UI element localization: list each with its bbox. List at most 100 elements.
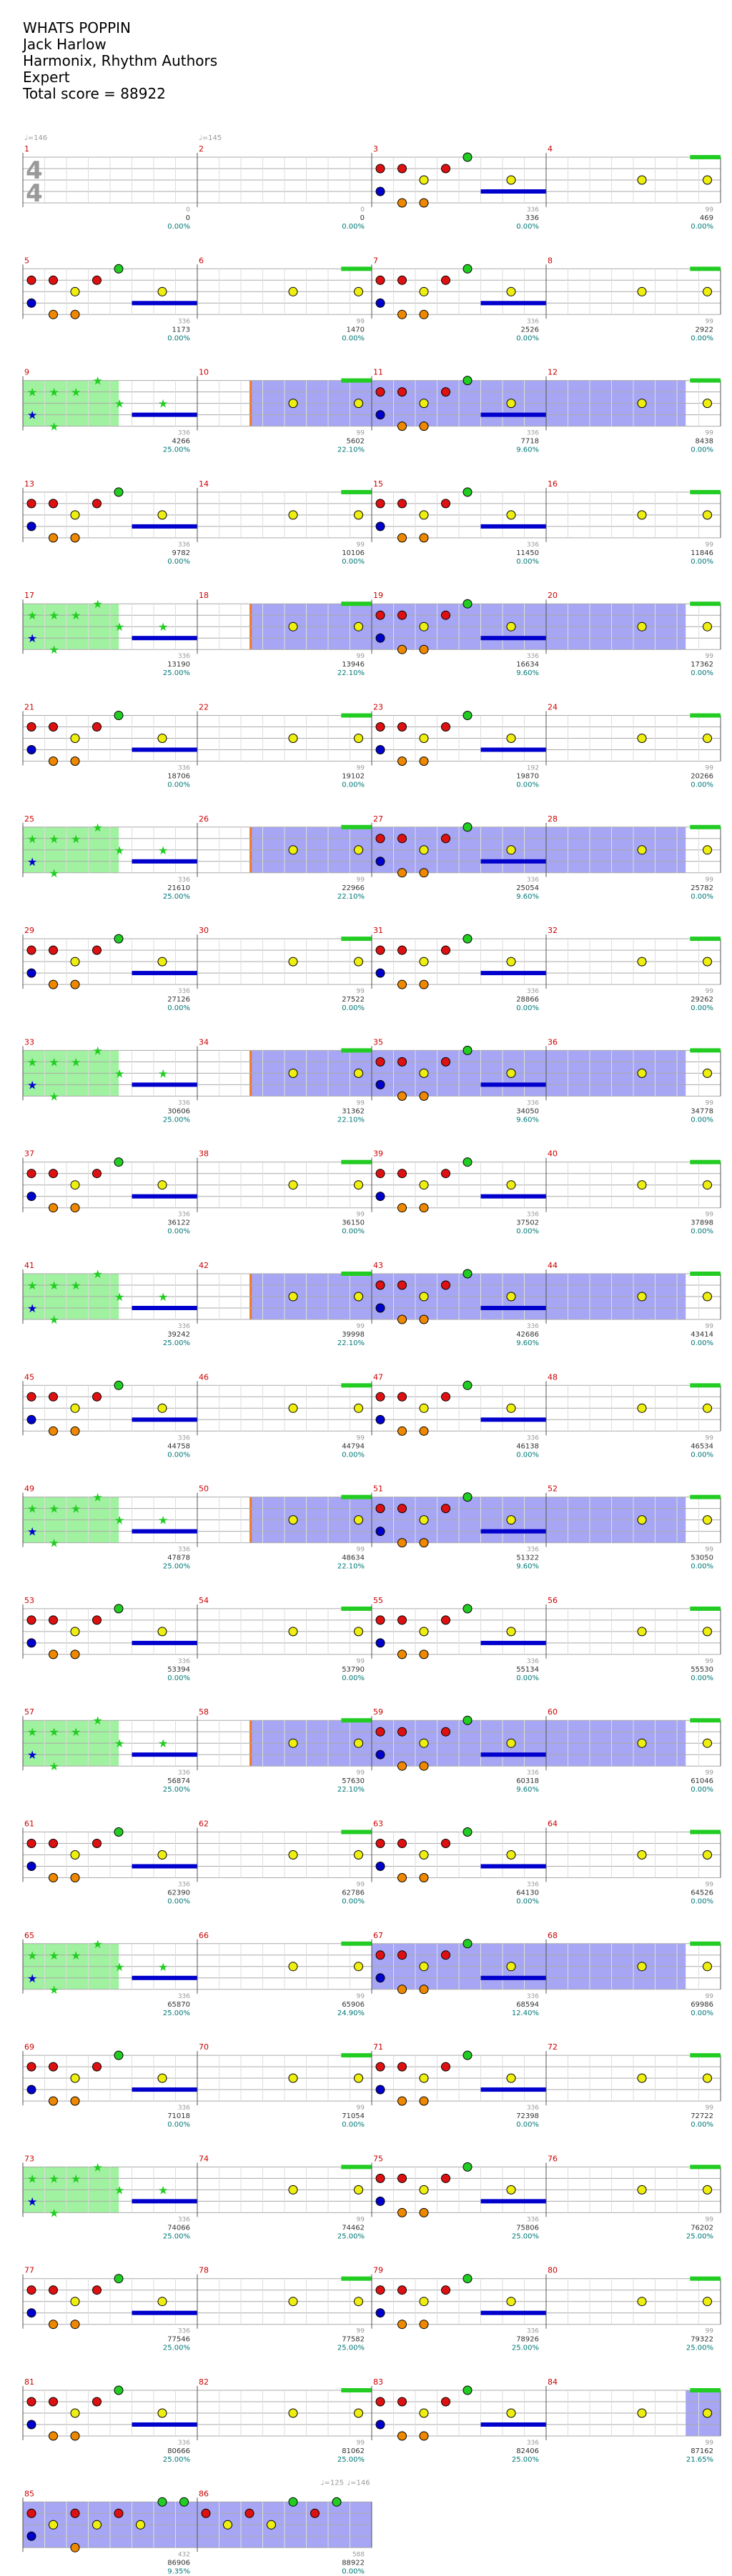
measure-small-score: 99 xyxy=(357,988,365,995)
measure-small-score: 99 xyxy=(706,1434,714,1442)
measure-small-score: 336 xyxy=(178,2440,190,2447)
note-gem xyxy=(70,286,80,296)
note-gem xyxy=(441,275,450,285)
measure-percent: 9.60% xyxy=(516,1786,539,1794)
measure-score: 0 xyxy=(186,214,190,222)
note-gem xyxy=(375,1192,385,1202)
measure-percent: 25.00% xyxy=(163,669,190,677)
measure-number: 50 xyxy=(199,1484,209,1494)
measure-number: 58 xyxy=(199,1707,209,1717)
note-gem xyxy=(70,2542,80,2552)
measure-percent: 0.00% xyxy=(167,1228,190,1236)
note-gem xyxy=(92,1615,102,1625)
measure-small-score: 99 xyxy=(357,877,365,884)
measure-score: 13190 xyxy=(167,661,190,669)
note-gem xyxy=(375,2397,385,2407)
measure-number: 2 xyxy=(199,144,204,154)
measure-number: 53 xyxy=(24,1596,34,1605)
measure-small-score: 336 xyxy=(527,1882,539,1889)
note-gem xyxy=(419,2320,429,2330)
measure-percent: 22.10% xyxy=(337,446,365,454)
sustain-bar xyxy=(690,2165,721,2170)
star-note: ★ xyxy=(71,1279,81,1292)
measure-number: 8 xyxy=(548,256,553,265)
note-gem xyxy=(354,2185,363,2195)
measure-percent: 0.00% xyxy=(342,223,365,231)
note-gem xyxy=(375,387,385,397)
measure-score: 55134 xyxy=(516,1666,539,1674)
note-gem xyxy=(397,1169,407,1179)
note-gem xyxy=(419,1761,429,1771)
star-note: ★ xyxy=(158,397,168,411)
measure-percent: 0.00% xyxy=(167,558,190,566)
sustain-bar xyxy=(690,601,721,606)
measure-percent: 0.00% xyxy=(342,1004,365,1012)
note-gem xyxy=(375,834,385,844)
measure-score: 46138 xyxy=(516,1442,539,1450)
measure-percent: 25.00% xyxy=(163,1786,190,1794)
note-gem xyxy=(375,298,385,308)
note-gem xyxy=(637,1180,647,1190)
note-gem xyxy=(419,845,429,855)
sustain-bar xyxy=(341,1272,372,1276)
note-gem xyxy=(419,868,429,878)
measure-percent: 0.00% xyxy=(691,1339,713,1347)
star-note: ★ xyxy=(27,1949,37,1962)
sustain-bar xyxy=(132,1864,197,1869)
measure-small-score: 99 xyxy=(357,1212,365,1219)
note-gem xyxy=(637,621,647,631)
note-gem xyxy=(506,1850,516,1859)
note-gem xyxy=(419,1850,429,1859)
star-note: ★ xyxy=(158,1514,168,1527)
measure-score: 62786 xyxy=(342,1889,365,1897)
star-note: ★ xyxy=(71,386,81,399)
note-gem xyxy=(114,487,124,497)
sustain-bar xyxy=(132,1752,197,1757)
star-note: ★ xyxy=(114,620,124,634)
note-gem xyxy=(397,2285,407,2295)
note-gem xyxy=(26,1192,36,1202)
measure-percent: 21.65% xyxy=(686,2456,713,2464)
note-gem xyxy=(506,2073,516,2083)
measure-score: 5602 xyxy=(347,438,365,446)
measure-number: 45 xyxy=(24,1372,34,1382)
measure-percent: 9.60% xyxy=(516,893,539,901)
note-gem xyxy=(49,1649,58,1659)
measure-percent: 0.00% xyxy=(516,782,539,789)
note-gem xyxy=(288,1738,298,1748)
note-gem xyxy=(441,2173,450,2183)
measure-number: 54 xyxy=(199,1596,209,1605)
note-gem xyxy=(637,2297,647,2307)
note-gem xyxy=(375,2173,385,2183)
note-gem xyxy=(354,510,363,520)
sustain-bar xyxy=(480,2310,546,2315)
measure-score: 57630 xyxy=(342,1777,365,1785)
measure-percent: 0.00% xyxy=(691,893,713,901)
measure-number: 35 xyxy=(373,1037,383,1047)
sustain-bar xyxy=(690,378,721,383)
note-gem xyxy=(26,945,36,955)
measure-percent: 25.00% xyxy=(512,2232,539,2240)
note-gem xyxy=(397,2096,407,2106)
measure-small-score: 336 xyxy=(527,1323,539,1330)
star-note: ★ xyxy=(49,1537,59,1550)
measure-small-score: 99 xyxy=(706,1993,714,2000)
measure-number: 75 xyxy=(373,2154,383,2163)
sustain-bar xyxy=(132,636,197,641)
measure-number: 13 xyxy=(24,479,34,489)
note-gem xyxy=(637,2073,647,2083)
note-gem xyxy=(92,2520,102,2530)
note-gem xyxy=(49,979,58,989)
note-gem xyxy=(70,957,80,967)
note-gem xyxy=(26,1862,36,1871)
note-gem xyxy=(506,621,516,631)
note-gem xyxy=(397,834,407,844)
measure-number: 22 xyxy=(199,703,209,712)
note-gem xyxy=(114,934,124,944)
note-gem xyxy=(70,1649,80,1659)
sustain-bar xyxy=(480,636,546,641)
note-gem xyxy=(506,957,516,967)
sustain-bar xyxy=(480,2199,546,2204)
note-gem xyxy=(397,275,407,285)
measure-percent: 22.10% xyxy=(337,669,365,677)
